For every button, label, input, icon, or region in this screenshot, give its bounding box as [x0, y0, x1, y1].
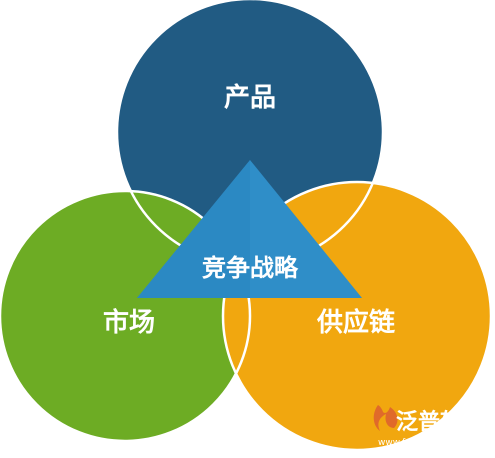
left-circle-label: 市场: [103, 307, 155, 338]
center-label: 竞争战略: [202, 254, 299, 282]
brand-url: www.fanpusoft.com: [378, 438, 467, 448]
watermark: 泛普软件 www.fanpusoft.com: [373, 405, 484, 448]
right-circle-label: 供应链: [316, 307, 395, 338]
top-circle-label: 产品: [224, 83, 276, 113]
brand-logo-icon: [373, 405, 398, 431]
brand-name: 泛普软件: [396, 409, 484, 435]
left-circle-outline: [0, 189, 252, 443]
right-circle-outline: [221, 180, 493, 452]
center-triangle-shade: [137, 160, 250, 298]
